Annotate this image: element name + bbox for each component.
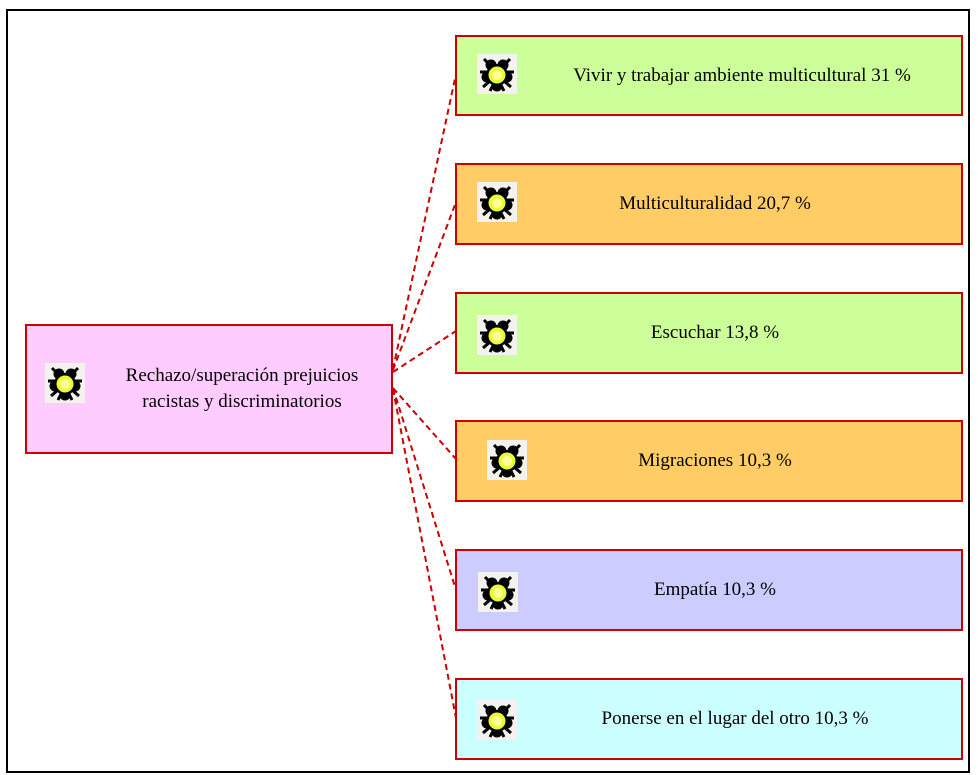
branch-node-1-label: Vivir y trabajar ambiente multicultural …: [573, 64, 911, 86]
connector-line-2: [392, 201, 457, 371]
connector-line-6: [392, 388, 457, 719]
ladybug-flower-icon: [484, 437, 530, 483]
branch-node-4: Migraciones 10,3 %: [455, 420, 963, 502]
branch-node-2-label: Multiculturalidad 20,7 %: [619, 193, 811, 214]
branch-node-2: Multiculturalidad 20,7 %: [455, 163, 963, 245]
branch-node-6-label: Ponerse en el lugar del otro 10,3 %: [601, 708, 869, 729]
branch-node-1: Vivir y trabajar ambiente multicultural …: [455, 35, 963, 116]
connector-line-5: [392, 387, 457, 591]
ladybug-flower-icon: [474, 179, 520, 225]
branch-node-3-label: Escuchar 13,8 %: [650, 322, 780, 343]
branch-node-5: Empatía 10,3 %: [455, 549, 963, 631]
connector-line-4: [392, 387, 457, 460]
diagram-frame: [6, 9, 970, 773]
ladybug-flower-icon: [42, 360, 88, 406]
connector-line-1: [392, 73, 457, 370]
branch-node-3: Escuchar 13,8 %: [455, 292, 963, 374]
ladybug-flower-icon: [474, 51, 520, 97]
ladybug-flower-icon: [474, 697, 520, 743]
center-node-label: Rechazo/superación prejuicios racistas y…: [125, 365, 359, 412]
branch-node-4-label: Migraciones 10,3 %: [638, 450, 792, 471]
ladybug-flower-icon: [474, 312, 520, 358]
center-node: Rechazo/superación prejuicios racistas y…: [25, 324, 393, 454]
connector-line-3: [392, 330, 457, 373]
branch-node-6: Ponerse en el lugar del otro 10,3 %: [455, 678, 963, 760]
branch-node-5-label: Empatía 10,3 %: [654, 579, 776, 600]
ladybug-flower-icon: [475, 569, 521, 615]
